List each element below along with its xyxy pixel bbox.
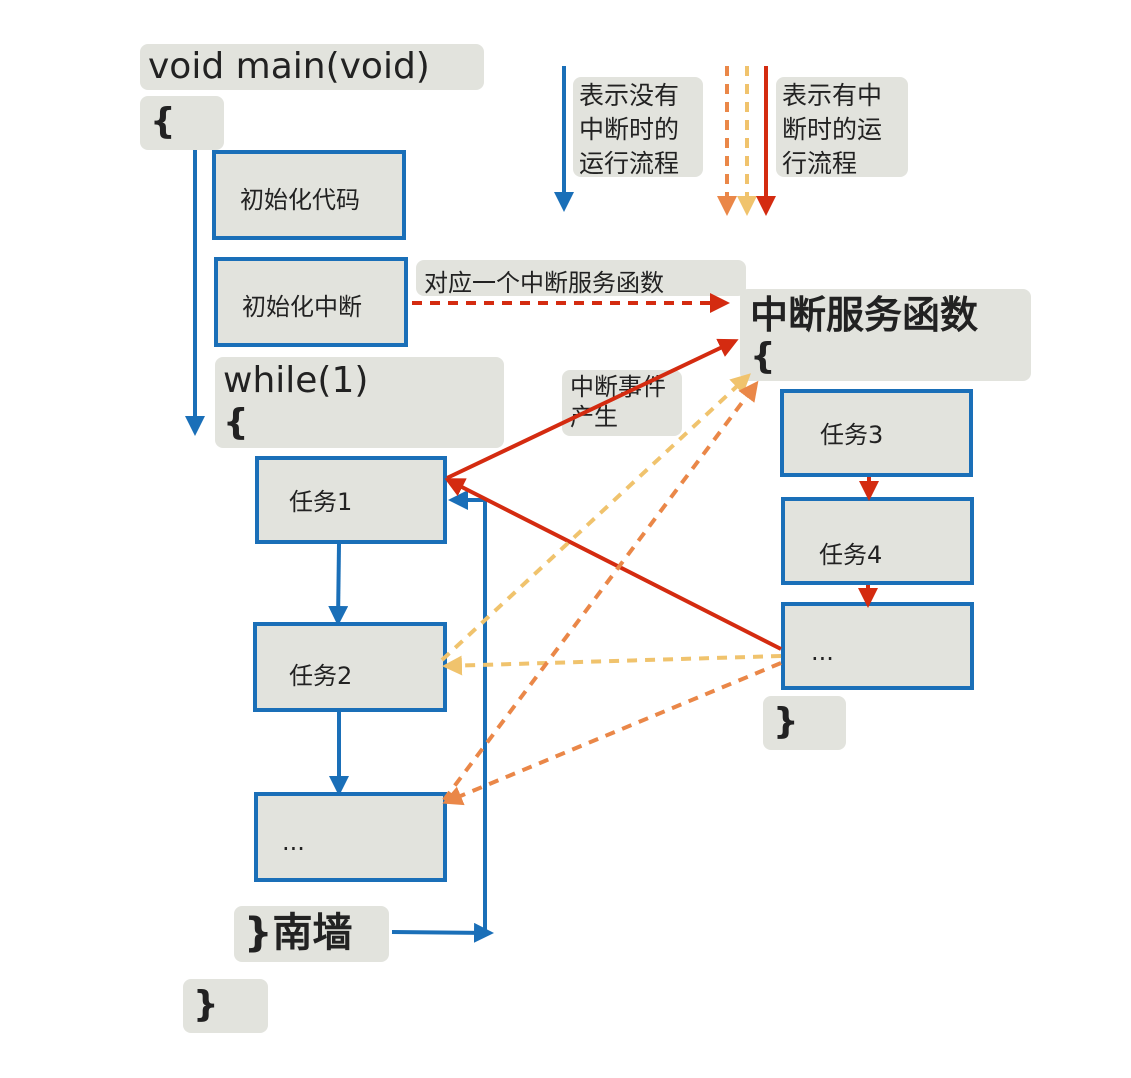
- task4-label: 任务4: [819, 541, 883, 569]
- task2-label: 任务2: [289, 662, 353, 690]
- task3-box: 任务3: [780, 389, 973, 477]
- isr-close-brace: }: [763, 696, 846, 750]
- loop-back-arrow: [448, 490, 487, 932]
- legend-with-interrupt: 表示有中断时的运行流程: [776, 77, 908, 178]
- task4-box: 任务4: [781, 497, 974, 585]
- task2-to-isr-yellow-arrow: [440, 373, 751, 662]
- task1-label: 任务1: [289, 488, 353, 516]
- task2-box: 任务2: [253, 622, 447, 712]
- loop-bottom-arrow: [391, 922, 494, 943]
- while-open-brace: {: [223, 402, 249, 443]
- task-more-right-label: ...: [811, 638, 834, 666]
- task1-box: 任务1: [255, 456, 447, 544]
- isr-return-yellow-arrow: [442, 654, 782, 676]
- task1-to-isr-arrow: [446, 338, 739, 480]
- init-code-label: 初始化代码: [240, 186, 360, 214]
- while-close-brace: }南墙: [234, 906, 389, 962]
- event-annotation: 中断事件产生: [562, 370, 682, 436]
- mapping-annotation: 对应一个中断服务函数: [416, 260, 746, 297]
- main-signature: void main(void): [140, 44, 484, 90]
- init-interrupt-box: 初始化中断: [214, 257, 408, 347]
- task-more-left-label: ...: [282, 828, 305, 856]
- isr-title: 中断服务函数 {: [740, 289, 1031, 381]
- main-close-brace: }: [183, 979, 268, 1033]
- task1-to-task2-arrow: [328, 543, 349, 626]
- main-open-brace: {: [140, 96, 224, 150]
- isr-open-brace: {: [750, 336, 776, 377]
- more-to-isr-orange-arrow: [442, 380, 759, 802]
- task-more-left-box: ...: [254, 792, 447, 882]
- legend-no-interrupt: 表示没有中断时的运行流程: [573, 77, 703, 178]
- init-code-box: 初始化代码: [212, 150, 406, 240]
- isr-title-text: 中断服务函数: [750, 293, 979, 337]
- while-line: while(1) {: [215, 357, 504, 448]
- init-interrupt-label: 初始化中断: [242, 293, 362, 321]
- task3-label: 任务3: [820, 421, 884, 449]
- isr-return-arrow: [444, 478, 782, 651]
- isr-return-orange-arrow: [442, 661, 782, 806]
- while-text: while(1): [223, 360, 369, 401]
